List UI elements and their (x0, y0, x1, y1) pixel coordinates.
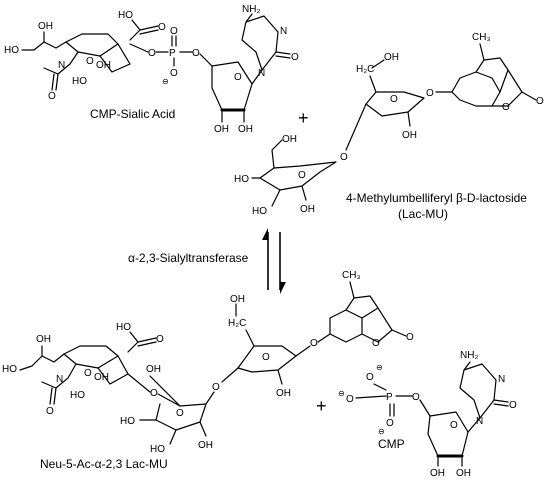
cmp-sialic-acid-structure: HO OH N O O OH HO HO O O P O O ⊖ O (4, 4, 299, 135)
lac-mu-oh-glc-label: OH (402, 130, 417, 141)
cmp-sia-oh-chain-label: OH (38, 21, 53, 32)
sia-lac-ho-acid-label: HO (116, 322, 131, 333)
lac-mu-h2c-label: H₂C (356, 64, 374, 75)
cmp-oh-rib1-label: OH (430, 468, 445, 479)
cmp-o-p-top-label: O (366, 372, 374, 383)
cmp-sia-o-p2-label: O (192, 48, 200, 59)
cmp-sia-n-cyt1-label: N (280, 26, 287, 37)
sia-lac-oh-glc-label: OH (276, 388, 291, 399)
lac-mu-o-gal-ring-label: O (298, 170, 306, 181)
cmp-o-p-right-label: O (412, 392, 420, 403)
cmp-sia-ho-acid-label: HO (118, 10, 133, 21)
cmp-sia-ho-chain-label: HO (4, 45, 19, 56)
lac-mu-caption-line1: 4-Methylumbelliferyl β-D-lactoside (346, 191, 527, 205)
sia-lac-n-amide-label: N (56, 374, 63, 385)
sia-lac-ho-ring-label: HO (70, 390, 85, 401)
cmp-structure: O ⊖ O ⊖ P O ⊖ O O OH OH NH₂ N N O CMP (338, 350, 517, 479)
lac-mu-oh-gal2-label: OH (300, 204, 315, 215)
lac-mu-caption-line2: (Lac-MU) (398, 207, 448, 221)
sialyl-lac-mu-caption: Neu-5-Ac-α-2,3 Lac-MU (40, 457, 168, 471)
reactant-plus-sign: + (298, 108, 309, 128)
sia-lac-o-coum-co-label: O (406, 332, 414, 343)
cmp-n-cyt2-label: N (476, 416, 483, 427)
cmp-sia-o-ribose-label: O (234, 72, 242, 83)
lac-mu-o-coum-co-label: O (536, 96, 544, 107)
sia-lac-o-glc-ring-label: O (262, 352, 270, 363)
lac-mu-ch3-label: CH₃ (472, 32, 491, 43)
sia-lac-oh-gal2-label: OH (198, 440, 213, 451)
cmp-sia-p-label: P (169, 48, 176, 59)
lac-mu-structure: CH₃ O O O O H₂C OH OH O O OH HO HO OH 4-… (234, 32, 544, 221)
cmp-sia-o-p-neg-label: O (170, 68, 178, 79)
lac-mu-oh-gal6-label: OH (282, 134, 297, 145)
cmp-neg-charge-bot: ⊖ (378, 427, 385, 436)
cmp-n-cyt1-label: N (498, 374, 505, 385)
cmp-sia-n-amide-label: N (58, 60, 65, 71)
cmp-sia-neg-charge: ⊖ (162, 77, 169, 86)
sia-lac-o-acid-label: O (156, 334, 164, 345)
product-plus-sign: + (316, 396, 327, 416)
sia-lac-o-coum-ring-label: O (372, 338, 380, 349)
cmp-sia-o-p-dbl-label: O (170, 26, 178, 37)
cmp-sia-o-carbonyl-label: O (48, 91, 56, 102)
sia-lac-oh-ch2-label: OH (230, 294, 245, 305)
lac-mu-ho-gal2-label: HO (252, 206, 267, 217)
cmp-o-p-bot-label: O (386, 418, 394, 429)
cmp-oh-rib2-label: OH (456, 468, 471, 479)
lac-mu-ho-gal-label: HO (234, 174, 249, 185)
lac-mu-o-glc-ring-label: O (390, 94, 398, 105)
cmp-caption: CMP (378, 437, 405, 451)
cmp-sia-ho-ring-label: HO (72, 76, 87, 87)
sia-lac-o-link-sia-label: O (150, 388, 158, 399)
cmp-sia-o-cyt-label: O (291, 52, 299, 63)
lac-mu-o-glyc-label: O (426, 88, 434, 99)
cmp-o-ribose-label: O (450, 420, 458, 431)
lac-mu-o-coum-ring-label: O (502, 102, 510, 113)
cmp-o-p-left-label: O (346, 394, 354, 405)
cmp-sia-o-acid-label: O (158, 22, 166, 33)
cmp-sialic-acid-caption: CMP-Sialic Acid (90, 107, 175, 121)
cmp-sia-nh2-label: NH₂ (242, 4, 260, 15)
cmp-neg-charge-left: ⊖ (338, 389, 345, 398)
sia-lac-o-ring-label: O (84, 368, 92, 379)
sia-lac-ho-chain-label: HO (2, 364, 17, 375)
sia-lac-o-gal-ring-label: O (176, 408, 184, 419)
lac-mu-o-link-label: O (340, 152, 348, 163)
sialyl-lac-mu-structure: HO OH N O O OH HO HO O O O OH HO HO OH (2, 270, 414, 471)
lac-mu-oh-ch2-label: OH (384, 52, 399, 63)
cmp-sia-oh-rib1-label: OH (214, 124, 229, 135)
cmp-o-cyt-label: O (509, 400, 517, 411)
forward-arrow-head (280, 282, 286, 294)
cmp-sia-o-ring-label: O (86, 56, 94, 67)
sia-lac-h2c-label: H₂C (228, 318, 246, 329)
sia-lac-oh-ring-label: OH (94, 372, 109, 383)
cmp-nh2-label: NH₂ (460, 350, 478, 361)
cmp-neg-charge-top: ⊖ (376, 363, 383, 372)
sia-lac-o-link-label: O (212, 382, 220, 393)
cmp-sia-oh-rib2-label: OH (238, 124, 253, 135)
cmp-sia-o-p1-label: O (148, 48, 156, 59)
sia-lac-ho-gal2-label: HO (150, 444, 165, 455)
cmp-sia-oh-ring-label: OH (96, 60, 111, 71)
enzyme-label: α-2,3-Sialyltransferase (128, 251, 249, 265)
sia-lac-o-glyc-label: O (310, 338, 318, 349)
sia-lac-ho-gal-label: HO (120, 416, 135, 427)
sia-lac-oh-gal4-label: OH (146, 364, 161, 375)
cmp-p-label: P (386, 392, 393, 403)
cmp-sia-n-cyt2-label: N (258, 68, 265, 79)
sia-lac-o-carbonyl-label: O (46, 406, 54, 417)
reverse-arrow-head (262, 228, 268, 240)
equilibrium-arrows: α-2,3-Sialyltransferase (128, 228, 286, 294)
sia-lac-oh-chain-label: OH (36, 334, 51, 345)
sia-lac-ch3-label: CH₃ (342, 270, 361, 281)
